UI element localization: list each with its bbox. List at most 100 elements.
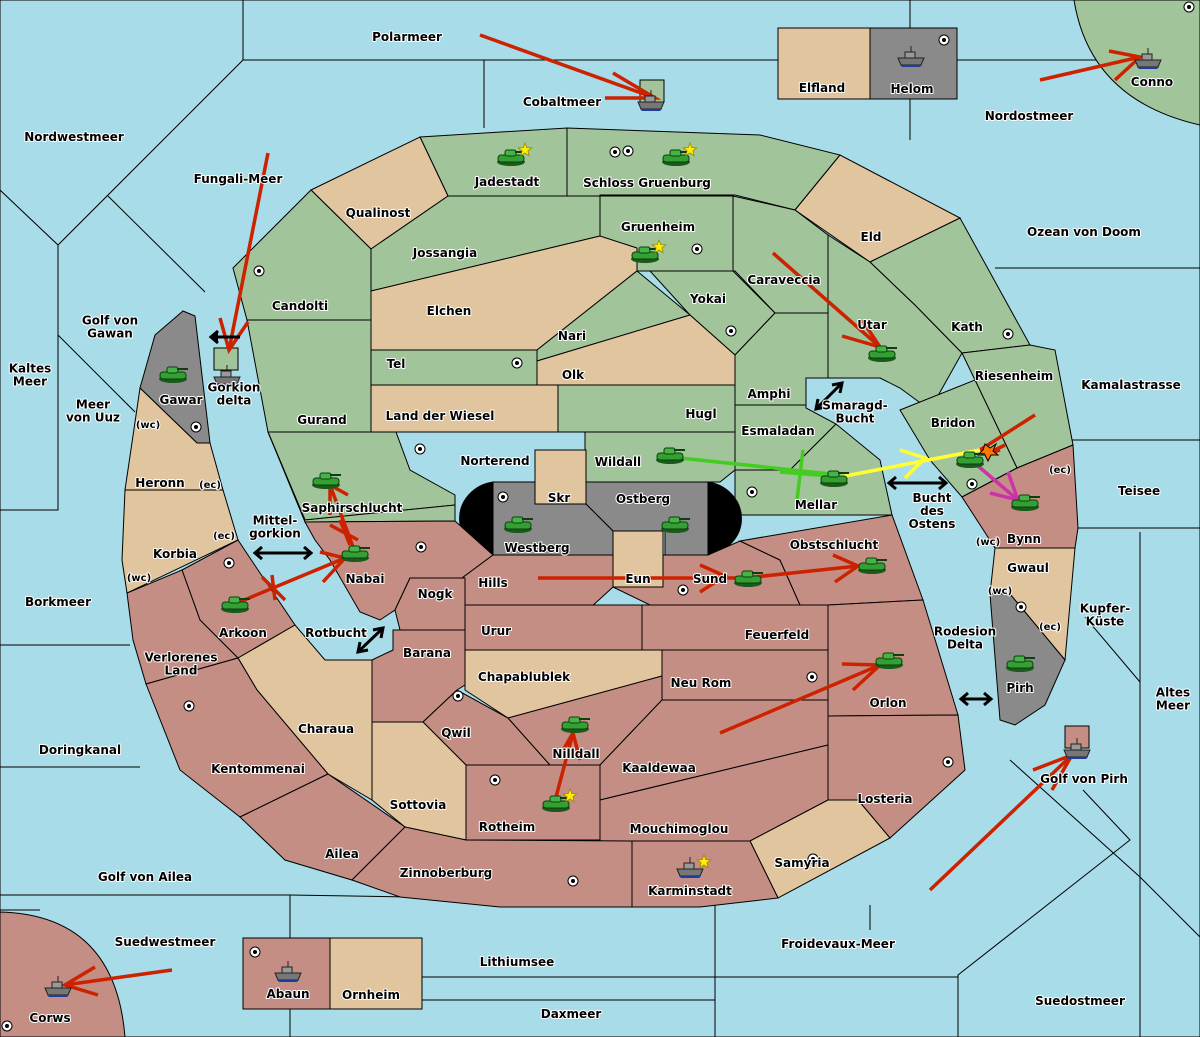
label-helom: Helom <box>890 82 933 96</box>
label-hills: Hills <box>478 576 508 590</box>
fleet-unit-icon[interactable] <box>676 857 704 878</box>
label-gwaul: Gwaul <box>1007 561 1049 575</box>
label-heronn-coast-0: (wc) <box>136 420 160 431</box>
supply-center-dot <box>187 704 191 708</box>
label-norterend: Norterend <box>460 454 529 468</box>
label-feuerfeld: Feuerfeld <box>745 628 810 642</box>
supply-center-dot <box>810 675 814 679</box>
supply-center-dot <box>942 38 946 42</box>
label-bynn-coast-0: (ec) <box>1049 465 1071 476</box>
army-unit-icon[interactable] <box>1011 494 1040 511</box>
label-daxmeer: Daxmeer <box>541 1007 602 1021</box>
fleet-unit-icon[interactable] <box>44 976 72 997</box>
territory-karminstadt[interactable] <box>631 840 779 908</box>
label-rotbucht: Rotbucht <box>305 626 367 640</box>
label-abaun: Abaun <box>266 987 309 1001</box>
label-heronn-coast-1: (ec) <box>199 480 221 491</box>
supply-center-dot <box>194 425 198 429</box>
label-losteria: Losteria <box>857 792 912 806</box>
army-unit-icon[interactable] <box>734 570 763 587</box>
territory-corws[interactable] <box>0 911 126 1037</box>
army-unit-icon[interactable] <box>1006 655 1035 672</box>
label-tel: Tel <box>387 357 406 371</box>
star-icon <box>696 853 712 869</box>
label-korbia: Korbia <box>153 547 197 561</box>
fleet-unit-icon[interactable] <box>1134 48 1162 69</box>
army-unit-icon[interactable] <box>956 451 985 468</box>
cut-mark <box>260 574 287 602</box>
army-unit-icon[interactable] <box>661 516 690 533</box>
army-unit-icon[interactable] <box>820 470 849 487</box>
label-gwaul-coast-1: (ec) <box>1039 622 1061 633</box>
label-kamalastrasse: Kamalastrasse <box>1081 378 1181 392</box>
supply-center-dot <box>1006 332 1010 336</box>
order-arrow <box>554 728 582 798</box>
label-chapablublek: Chapablublek <box>478 670 571 684</box>
fleet-unit-icon[interactable] <box>897 46 925 67</box>
label-schloss-gruenburg: Schloss Gruenburg <box>583 176 711 190</box>
label-lithiumsee: Lithiumsee <box>480 955 555 969</box>
fleet-unit-icon[interactable] <box>213 365 241 386</box>
army-unit-icon[interactable] <box>159 366 188 383</box>
territory-heronn[interactable] <box>124 386 224 491</box>
label-bridon: Bridon <box>931 416 976 430</box>
army-unit-icon[interactable] <box>504 516 533 533</box>
territory-pirh[interactable] <box>989 593 1066 726</box>
army-unit-icon[interactable] <box>341 545 370 562</box>
label-kath: Kath <box>951 320 983 334</box>
army-unit-icon[interactable] <box>656 447 685 464</box>
territory-ornheim[interactable] <box>329 937 423 1010</box>
label-gruenheim: Gruenheim <box>621 220 695 234</box>
supply-center-dot <box>571 879 575 883</box>
label-yokai: Yokai <box>689 292 726 306</box>
label-ailea: Ailea <box>325 847 359 861</box>
label-nari: Nari <box>558 329 586 343</box>
label-land-der-wiesel: Land der Wiesel <box>386 409 495 423</box>
supply-center-dot <box>5 1024 9 1028</box>
army-unit-icon[interactable] <box>221 596 250 613</box>
fleet-unit-icon[interactable] <box>1063 738 1091 759</box>
army-unit-icon[interactable] <box>561 716 590 733</box>
territory-candolti[interactable] <box>232 189 372 321</box>
supply-center-dot <box>970 482 974 486</box>
fleet-unit-icon[interactable] <box>637 90 665 111</box>
label-polarmeer: Polarmeer <box>372 30 442 44</box>
supply-center-dot <box>419 545 423 549</box>
army-unit-icon[interactable] <box>312 472 341 489</box>
adjacency-arrow-rodesion <box>958 691 994 707</box>
star-icon <box>682 141 698 157</box>
army-unit-icon[interactable] <box>858 557 887 574</box>
army-unit-icon[interactable] <box>875 652 904 669</box>
label-corws: Corws <box>29 1011 70 1025</box>
label-riesenheim: Riesenheim <box>975 369 1054 383</box>
territory-nogk[interactable] <box>394 577 466 631</box>
label-conno: Conno <box>1131 75 1173 89</box>
label-heronn: Heronn <box>135 476 184 490</box>
order-arrow <box>744 553 862 584</box>
territory-korbia[interactable] <box>121 489 239 594</box>
label-nabai: Nabai <box>346 572 385 586</box>
territory-neu-rom[interactable] <box>661 649 829 701</box>
label-nordwestmeer: Nordwestmeer <box>24 130 124 144</box>
label-mittelgorkion: Mittel-gorkion <box>249 514 301 541</box>
label-samyria: Samyria <box>774 856 829 870</box>
supply-center-dot <box>729 329 733 333</box>
fleet-unit-icon[interactable] <box>274 961 302 982</box>
label-gawar: Gawar <box>159 393 202 407</box>
adjacency-arrow-rotbucht <box>356 626 385 654</box>
supply-center-dot <box>750 490 754 494</box>
supply-center-dot <box>613 150 617 154</box>
army-unit-icon[interactable] <box>497 149 526 166</box>
label-urur: Urur <box>481 624 511 638</box>
army-unit-icon[interactable] <box>868 345 897 362</box>
army-unit-icon[interactable] <box>662 149 691 166</box>
orders <box>60 33 1144 997</box>
territory-saphirschlucht[interactable] <box>267 431 456 523</box>
